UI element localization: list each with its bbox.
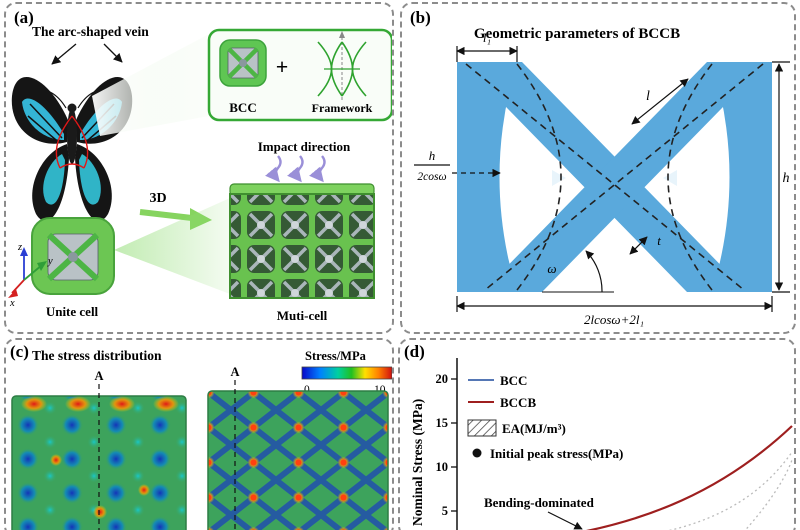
bending-annotation-arrow [547, 511, 583, 530]
dimension-omega [542, 250, 614, 293]
dimension-l1 [456, 46, 518, 62]
panel-a-tag: (a) [14, 8, 34, 27]
stress-hotspots-left [21, 396, 179, 519]
legend-peak-label: Initial peak stress(MPa) [490, 446, 623, 461]
dimension-bottom [456, 296, 773, 312]
stress-colorbar [301, 366, 392, 380]
plus-sign: + [276, 54, 289, 79]
framework-sketch [317, 31, 367, 100]
dim-omega-label: ω [547, 261, 556, 276]
dimension-t-arrow [629, 236, 648, 255]
y-tick-5: 5 [442, 504, 448, 518]
dim-t-label: t [657, 233, 661, 248]
panel-b: (b) Geometric parameters of BCCB [400, 2, 796, 334]
arc-vein-highlight [55, 115, 89, 169]
legend-peak-dot [472, 448, 482, 458]
panel-c-tag: (c) [10, 342, 29, 361]
bccb-cross-section [457, 62, 772, 292]
axis-z-label: z [17, 242, 22, 253]
unit-cell-cube [31, 217, 115, 295]
panel-d: (d) 20 15 10 [398, 338, 796, 530]
dimension-l-arrow [631, 78, 689, 125]
panel-c-title: The stress distribution [32, 348, 162, 363]
panel-b-tag: (b) [410, 8, 431, 27]
multi-cell-lattice [229, 183, 375, 299]
bending-dominated-label: Bending-dominated [484, 495, 595, 510]
coordinate-axes: z y x [8, 242, 53, 309]
panel-c-graphic: The stress distribution Stress/MPa 0 10 … [11, 348, 392, 530]
section-mark-right: A [230, 365, 239, 379]
panel-b-title: Geometric parameters of BCCB [474, 26, 680, 42]
three-d-label: 3D [149, 191, 166, 206]
panel-c: (c) [4, 338, 394, 530]
curves [585, 425, 793, 530]
bcc-unit-cube [219, 39, 267, 87]
light-beam [92, 34, 209, 136]
panel-a-title: The arc-shaped vein [32, 24, 149, 39]
colorbar-max-label: 10 [374, 384, 386, 396]
dim-l-label: l [646, 89, 650, 104]
dim-h-label: h [783, 171, 790, 186]
framework-label: Framework [312, 101, 373, 115]
impact-arrows [265, 155, 326, 183]
colorbar-min-label: 0 [304, 384, 310, 396]
legend-bcc-label: BCC [500, 373, 527, 388]
dimension-h-over-2cosw: h 2cosω [414, 148, 501, 183]
dotted-guide-curve-2 [744, 459, 793, 530]
colorbar-title: Stress/MPa [305, 349, 367, 363]
panel-a: (a) [4, 2, 394, 334]
legend-ea-label: EA(MJ/m³) [502, 421, 566, 436]
axis-y-label: y [47, 256, 53, 267]
dotted-guide-curve-1 [668, 451, 793, 530]
y-axis-label: Nominal Stress (MPa) [410, 399, 425, 526]
panel-a-graphic: The arc-shaped vein [8, 24, 392, 323]
frac-numerator: h [429, 148, 436, 163]
y-tick-15: 15 [436, 416, 449, 430]
unit-cell-label: Unite cell [46, 304, 99, 319]
frac-denominator: 2cosω [417, 171, 446, 183]
y-tick-10: 10 [436, 460, 449, 474]
panel-b-graphic: Geometric parameters of BCCB [414, 26, 790, 327]
chart-legend: BCC BCCB EA(MJ/m³) Initial peak stress(M… [467, 373, 623, 461]
bccb-curve [585, 425, 793, 530]
y-tick-marks [451, 378, 457, 512]
stress-map-bccb [207, 390, 389, 530]
y-tick-20: 20 [436, 372, 449, 386]
multi-cell-label: Muti-cell [277, 308, 328, 323]
dim-l1-label: l₁ [483, 30, 491, 45]
bcc-framework-inset: BCC + Framework [207, 28, 392, 122]
section-mark-left: A [94, 369, 103, 383]
panel-d-tag: (d) [404, 342, 425, 361]
construction-dashed-lines [465, 63, 764, 291]
dim-bottom-label: 2lcosω+2l₁ [584, 312, 644, 327]
scale-up-glow [114, 198, 230, 294]
bcc-label: BCC [229, 100, 256, 115]
y-tick-labels: 20 15 10 5 [436, 372, 449, 518]
impact-direction-label: Impact direction [258, 139, 351, 154]
legend-bccb-label: BCCB [500, 395, 536, 410]
dimension-h [772, 61, 790, 293]
legend-ea-hatch-box [467, 419, 497, 437]
axis-x-label: x [9, 298, 15, 309]
panel-d-chart: 20 15 10 5 Nominal Stress (MPa) BCC BCCB… [410, 358, 793, 530]
title-pointer-arrows [51, 43, 123, 65]
